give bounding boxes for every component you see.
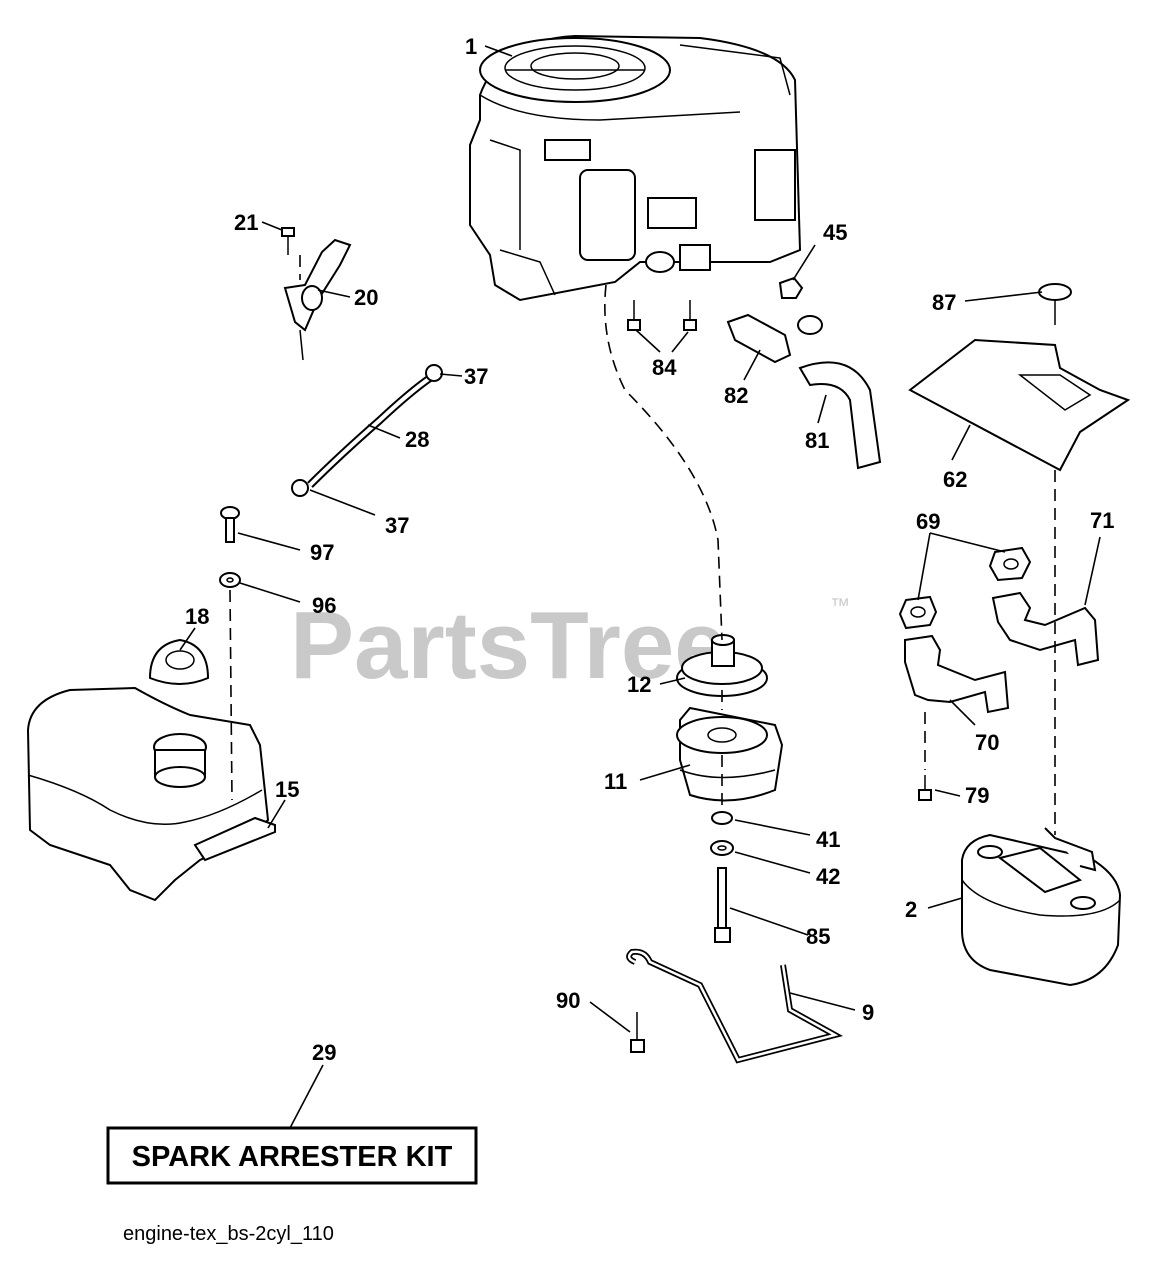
callout-82: 82 bbox=[724, 383, 748, 408]
hose-clamp-37a[interactable] bbox=[425, 364, 443, 382]
bracket-20[interactable] bbox=[283, 238, 352, 361]
callout-62: 62 bbox=[943, 467, 967, 492]
diagram-code: engine-tex_bs-2cyl_110 bbox=[123, 1223, 334, 1245]
callout-28: 28 bbox=[405, 427, 429, 452]
callout-84: 84 bbox=[652, 355, 677, 380]
callout-labels: 1 21 20 45 87 84 82 81 62 37 28 37 97 96… bbox=[185, 34, 1114, 1065]
exhaust-pipe-70[interactable] bbox=[904, 634, 1010, 714]
watermark-trademark: ™ bbox=[830, 595, 850, 617]
callout-79: 79 bbox=[965, 783, 989, 808]
plug-45[interactable] bbox=[778, 276, 804, 299]
hose-clamp-37b[interactable] bbox=[291, 479, 309, 497]
fuel-cap-18[interactable] bbox=[148, 638, 210, 685]
clutch-11[interactable] bbox=[676, 706, 784, 802]
callout-69: 69 bbox=[916, 509, 940, 534]
knob-87[interactable] bbox=[1038, 283, 1072, 325]
callout-11: 11 bbox=[604, 769, 627, 794]
washer-42[interactable] bbox=[710, 840, 734, 856]
washer-96[interactable] bbox=[219, 572, 241, 588]
callout-96: 96 bbox=[312, 593, 336, 618]
assembly-lines bbox=[229, 255, 1056, 835]
gaskets-69[interactable] bbox=[898, 546, 1032, 630]
screw-79[interactable] bbox=[918, 775, 932, 801]
washer-41[interactable] bbox=[711, 811, 733, 825]
oil-drain-valve-82[interactable] bbox=[726, 313, 823, 364]
fuel-hose-28[interactable] bbox=[307, 374, 433, 488]
drain-hose-81[interactable] bbox=[798, 361, 882, 470]
muffler-2[interactable] bbox=[961, 827, 1122, 987]
callout-15: 15 bbox=[275, 777, 299, 802]
callout-85: 85 bbox=[806, 924, 830, 949]
callout-37a: 37 bbox=[464, 364, 488, 389]
screw-21[interactable] bbox=[281, 227, 295, 255]
callout-87: 87 bbox=[932, 290, 956, 315]
leader-lines bbox=[179, 45, 1101, 1129]
callout-97: 97 bbox=[310, 540, 334, 565]
engine[interactable] bbox=[469, 34, 802, 302]
bolt-85[interactable] bbox=[714, 867, 731, 943]
callout-9: 9 bbox=[862, 1000, 874, 1025]
bolt-90[interactable] bbox=[630, 1012, 645, 1053]
fuel-tank-15[interactable] bbox=[26, 686, 276, 902]
callout-18: 18 bbox=[185, 604, 209, 629]
callout-2: 2 bbox=[905, 897, 917, 922]
heat-shield-62[interactable] bbox=[908, 338, 1131, 472]
callout-70: 70 bbox=[975, 730, 999, 755]
callout-81: 81 bbox=[805, 428, 829, 453]
callout-1: 1 bbox=[465, 34, 477, 59]
callout-29: 29 bbox=[312, 1040, 336, 1065]
pulley-12[interactable] bbox=[676, 634, 768, 697]
callout-20: 20 bbox=[354, 285, 378, 310]
kit-label: SPARK ARRESTER KIT bbox=[132, 1141, 453, 1173]
callout-71: 71 bbox=[1090, 508, 1114, 533]
callout-21: 21 bbox=[234, 210, 258, 235]
callout-45: 45 bbox=[823, 220, 847, 245]
watermark: PartsTree bbox=[290, 592, 728, 699]
callout-12: 12 bbox=[627, 672, 651, 697]
rod-9[interactable] bbox=[626, 948, 844, 1064]
callout-37b: 37 bbox=[385, 513, 409, 538]
spark-arrester-kit-box[interactable]: SPARK ARRESTER KIT bbox=[106, 1126, 478, 1185]
callout-90: 90 bbox=[556, 988, 580, 1013]
bolts-84[interactable] bbox=[627, 300, 697, 331]
screw-97[interactable] bbox=[220, 506, 240, 543]
callout-41: 41 bbox=[816, 827, 840, 852]
exhaust-pipe-71[interactable] bbox=[991, 591, 1100, 667]
callout-42: 42 bbox=[816, 864, 840, 889]
